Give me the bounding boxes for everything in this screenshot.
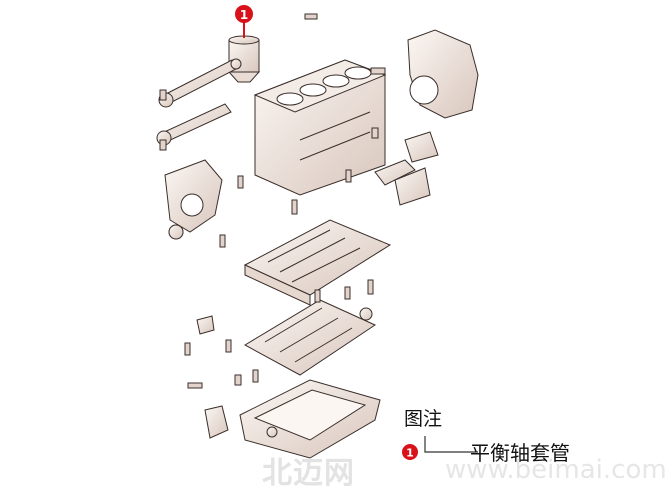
callout-number: 1 — [240, 8, 248, 22]
legend-marker: 1 — [402, 436, 478, 460]
watermark-url: www.beimai.com — [445, 455, 667, 485]
bolts — [159, 13, 386, 389]
engine-block — [253, 59, 387, 196]
legend-title: 图注 — [404, 408, 443, 430]
plug — [359, 307, 373, 321]
ladder-frame — [243, 219, 392, 306]
callout-1: 1 — [235, 5, 253, 38]
watermark-logo: 北迈网 — [262, 456, 355, 491]
front-cover — [164, 159, 223, 240]
legend-item-number: 1 — [406, 447, 414, 460]
rear-plate — [407, 29, 479, 119]
oil-pan — [239, 379, 381, 459]
oil-pump — [204, 405, 229, 439]
balance-shaft-sleeve — [227, 35, 261, 83]
seal-ring — [168, 224, 184, 240]
legend-item-label: 平衡轴套管 — [470, 441, 570, 465]
sensor — [196, 315, 215, 335]
balance-shaft-lower — [156, 103, 232, 146]
bearing-caps — [374, 131, 439, 206]
baffle-plate — [243, 299, 377, 376]
balance-shaft-upper — [158, 58, 242, 108]
